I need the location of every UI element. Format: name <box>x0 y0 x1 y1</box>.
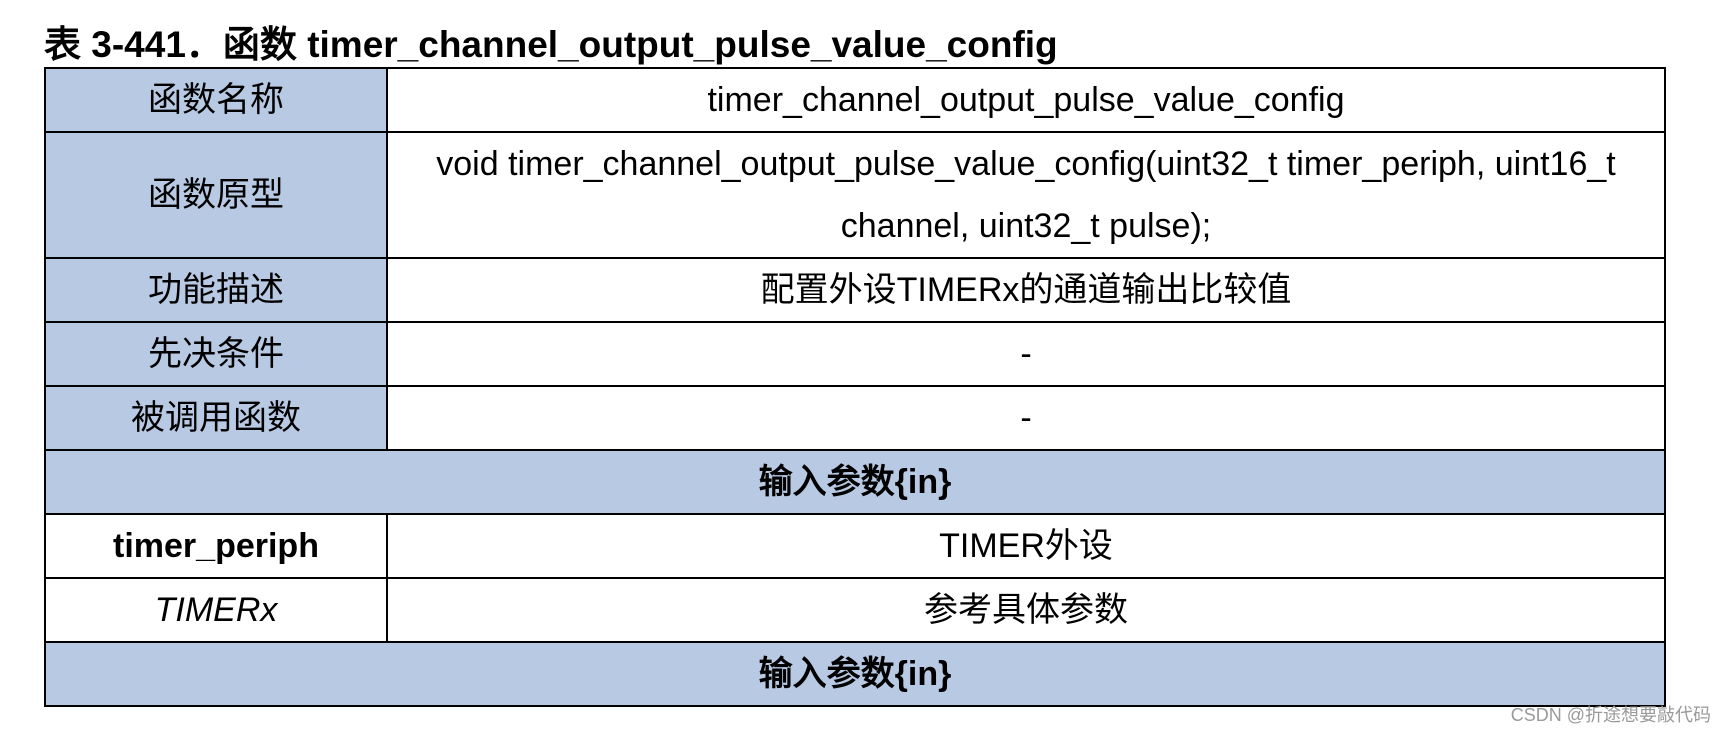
table-row: 先决条件 - <box>44 321 1666 387</box>
table-row: 被调用函数 - <box>44 385 1666 451</box>
function-spec-table: 函数名称 timer_channel_output_pulse_value_co… <box>44 67 1666 707</box>
param-name: TIMERx <box>44 577 388 643</box>
param-name: timer_periph <box>44 513 388 579</box>
table-caption: 表 3-441．函数 timer_channel_output_pulse_va… <box>44 24 1058 65</box>
table-row: 函数名称 timer_channel_output_pulse_value_co… <box>44 67 1666 133</box>
row-value: timer_channel_output_pulse_value_config <box>386 67 1666 133</box>
row-label: 被调用函数 <box>44 385 388 451</box>
row-value: - <box>386 385 1666 451</box>
row-value: - <box>386 321 1666 387</box>
table-row: 功能描述 配置外设TIMERx的通道输出比较值 <box>44 257 1666 323</box>
row-label: 函数名称 <box>44 67 388 133</box>
section-header-row: 输入参数{in} <box>44 641 1666 707</box>
param-desc: 参考具体参数 <box>386 577 1666 643</box>
section-header-input: 输入参数{in} <box>44 449 1666 515</box>
section-header-input: 输入参数{in} <box>44 641 1666 707</box>
row-value: 配置外设TIMERx的通道输出比较值 <box>386 257 1666 323</box>
row-label: 函数原型 <box>44 131 388 259</box>
watermark: CSDN @折途想要敲代码 <box>1510 705 1711 725</box>
table-row: TIMERx 参考具体参数 <box>44 577 1666 643</box>
row-label: 先决条件 <box>44 321 388 387</box>
row-value: void timer_channel_output_pulse_value_co… <box>386 131 1666 259</box>
table-row: timer_periph TIMER外设 <box>44 513 1666 579</box>
section-header-row: 输入参数{in} <box>44 449 1666 515</box>
param-desc: TIMER外设 <box>386 513 1666 579</box>
table-row: 函数原型 void timer_channel_output_pulse_val… <box>44 131 1666 259</box>
row-label: 功能描述 <box>44 257 388 323</box>
